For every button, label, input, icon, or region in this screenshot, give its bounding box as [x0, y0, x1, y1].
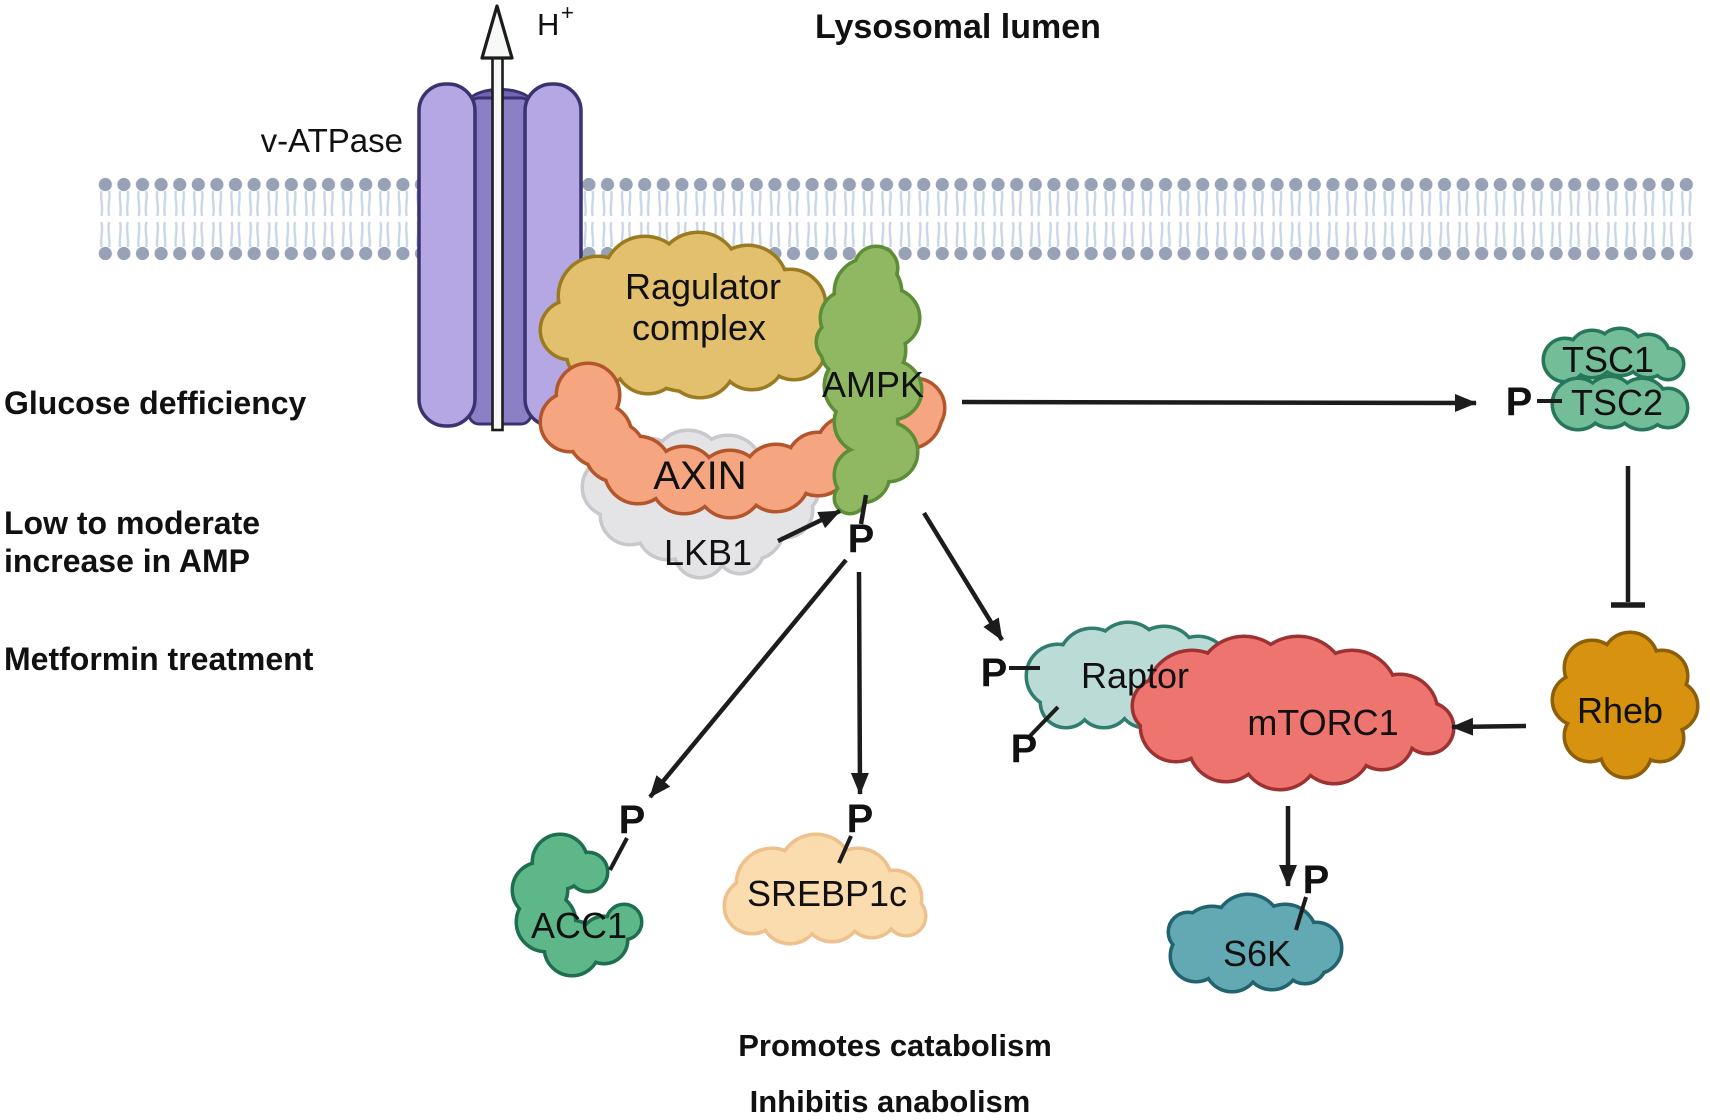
link-ampk-phosphate	[858, 494, 869, 525]
link-phosphate-srebp1c	[837, 835, 853, 864]
lkb1-label: LKB1	[664, 532, 752, 573]
lipid-bilayer-membrane	[96, 176, 1697, 262]
outcome-promotes-catabolism: Promotes catabolism	[738, 1028, 1052, 1063]
arrow-lkb1-to-ampk	[777, 508, 841, 544]
srebp1c-label: SREBP1c	[747, 873, 907, 914]
arrow-ampk-to-srebp1c	[850, 571, 869, 795]
condition-metformin: Metformin treatment	[4, 641, 314, 677]
phosphate-badge-acc1: P	[619, 798, 646, 842]
phosphate-badge-raptor-1: P	[981, 651, 1008, 695]
v-atpase-pump	[417, 4, 583, 432]
v-atpase-left-lobe	[417, 82, 477, 428]
link-phosphate-s6k	[1294, 896, 1308, 931]
phosphate-badge-raptor-2: P	[1011, 727, 1038, 771]
proton-flux-arrow	[480, 4, 514, 432]
s6k-label: S6K	[1223, 933, 1291, 974]
ampk-label: AMPK	[822, 364, 924, 405]
ragulator-label-line2: complex	[632, 307, 766, 348]
arrow-rheb-to-mtorc1	[1451, 717, 1527, 736]
raptor-label: Raptor	[1081, 655, 1189, 696]
acc1-label: ACC1	[531, 905, 627, 946]
arrow-ampk-to-tsc2	[961, 393, 1477, 412]
phosphate-badge-tsc2: P	[1506, 380, 1533, 424]
arrow-ampk-to-raptor	[922, 511, 1004, 642]
condition-glucose-deficiency: Glucose defficiency	[4, 385, 307, 421]
phosphate-badge-srebp1c: P	[847, 797, 874, 841]
mtorc1-label: mTORC1	[1247, 702, 1398, 743]
link-phosphate-raptor-2	[1027, 705, 1060, 739]
inhibition-bar-tsc-to-rheb	[1611, 466, 1645, 608]
tsc1-label: TSC1	[1562, 339, 1654, 380]
ragulator-label-line1: Ragulator	[625, 266, 781, 307]
arrow-ampk-to-acc1	[648, 558, 848, 799]
phosphate-badge-s6k: P	[1303, 858, 1330, 902]
outcome-inhibits-anabolism: Inhibitis anabolism	[750, 1084, 1031, 1119]
phosphate-badge-ampk: P	[848, 517, 875, 561]
link-phosphate-acc1	[608, 837, 629, 871]
h-ion-label: H	[537, 7, 559, 42]
tsc2-label: TSC2	[1571, 382, 1663, 423]
rheb-label: Rheb	[1577, 690, 1663, 731]
lysosomal-lumen-label: Lysosomal lumen	[815, 8, 1101, 46]
condition-amp-increase-line1: Low to moderate	[4, 505, 260, 541]
condition-amp-increase-line2: increase in AMP	[4, 543, 250, 579]
h-ion-charge: +	[561, 0, 574, 25]
axin-label: AXIN	[653, 454, 746, 498]
v-atpase-label: v-ATPase	[261, 122, 403, 159]
